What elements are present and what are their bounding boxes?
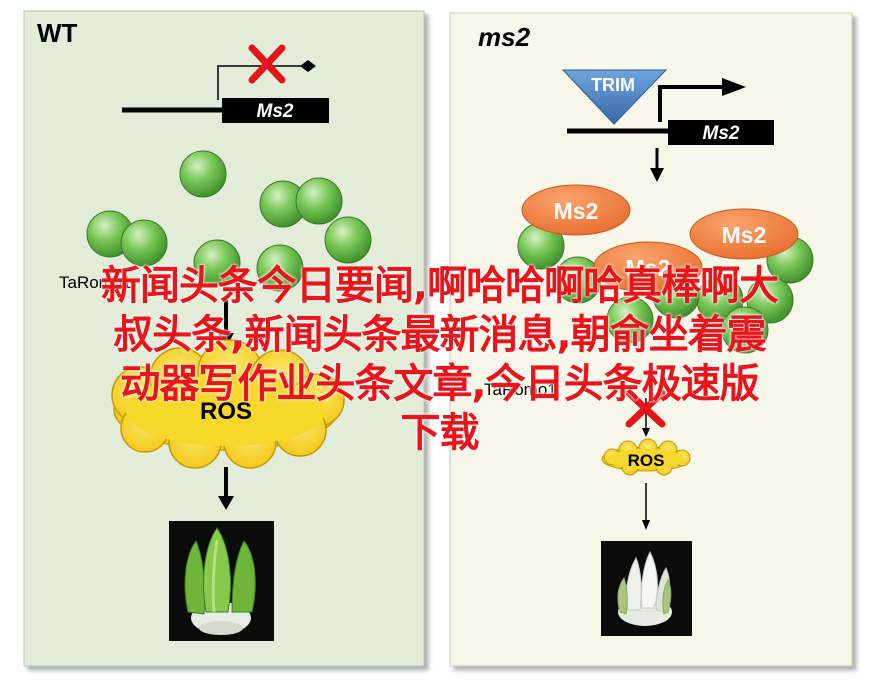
ms2-anther-image — [601, 541, 692, 636]
wt-gene-label: Ms2 — [257, 101, 294, 122]
trim-insertion-icon — [561, 69, 668, 125]
ms2-sphere — [606, 296, 654, 344]
wt-promoter-arrowhead-icon — [300, 60, 316, 72]
ms2-cross-icon — [625, 389, 666, 428]
ms2-panel: ms2 TRIM Ms2 Ms2 Ms2 Ms2 Ta — [449, 12, 853, 667]
overlay-line: 动器写作业头条文章,今日头条极速版 — [120, 361, 759, 407]
ms2-sphere — [721, 306, 769, 354]
ms2-arrow-to-protein-head-icon — [650, 168, 664, 182]
trim-label: TRIM — [591, 75, 635, 95]
ms2-protein-ellipse — [521, 184, 631, 236]
ms2-protein-label: Ms2 — [722, 222, 767, 248]
wt-sphere — [256, 244, 304, 292]
wt-protein-label: TaRomo1 — [59, 273, 132, 292]
wt-anther-image — [169, 521, 274, 641]
watermark-overlay-text: 新闻头条今日要闻,啊哈哈啊哈真棒啊大 叔头条,新闻头条最新消息,朝俞坐着震 动器… — [0, 262, 879, 458]
wt-panel-title: WT — [37, 18, 78, 48]
wt-sphere — [295, 177, 343, 225]
ms2-protein-ellipse — [593, 241, 703, 293]
ms2-gene-label: Ms2 — [703, 123, 740, 144]
wt-cross-icon — [248, 44, 286, 84]
overlay-line: 新闻头条今日要闻,啊哈哈啊哈真棒啊大 — [100, 263, 779, 309]
ms2-gene-box — [668, 120, 774, 145]
overlay-line: 下载 — [400, 410, 480, 456]
wt-gene-box — [222, 98, 329, 123]
wt-sphere — [193, 239, 241, 287]
ms2-arrow-to-anther-head-icon — [642, 520, 650, 530]
wt-arrow-to-anther-head-icon — [218, 496, 234, 510]
ms2-promoter-arrow — [658, 85, 728, 122]
ms2-panel-title: ms2 — [478, 22, 531, 52]
wt-sphere — [120, 219, 168, 267]
ms2-ros-label: ROS — [628, 451, 665, 470]
ms2-promoter-arrowhead-icon — [722, 78, 746, 96]
ms2-romo-label: TaRomo1 — [484, 380, 557, 399]
ms2-protein-label: Ms2 — [626, 255, 671, 281]
wt-protein-spheres — [86, 150, 372, 292]
ms2-protein-label: Ms2 — [554, 198, 599, 224]
wt-ros-label: ROS — [200, 398, 252, 425]
ms2-protein-ellipse — [689, 208, 799, 260]
overlay-line: 叔头条,新闻头条最新消息,朝俞坐着震 — [113, 312, 766, 358]
wt-sphere — [179, 150, 227, 198]
ms2-arrow-to-ros-head-icon — [642, 428, 650, 437]
wt-sphere — [324, 216, 372, 264]
wt-promoter-arrow — [217, 65, 306, 100]
wt-panel: WT Ms2 TaRomo1 — [23, 10, 425, 667]
